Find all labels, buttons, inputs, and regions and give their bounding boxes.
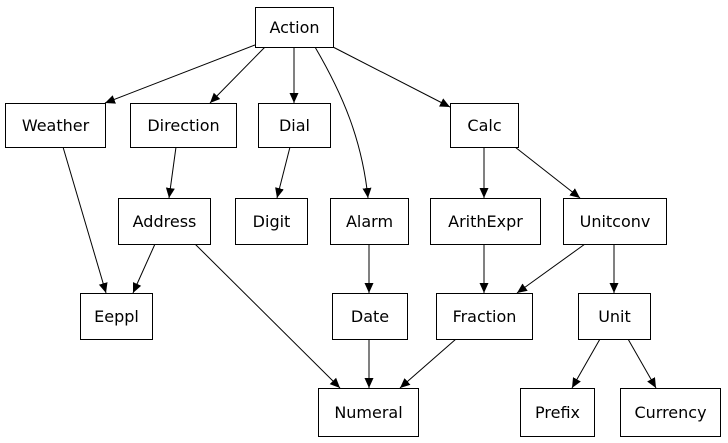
node-label: Date — [351, 307, 389, 326]
edge-calc-to-unitconv — [514, 146, 581, 199]
node-label: Currency — [634, 403, 706, 422]
node-box — [235, 198, 308, 245]
node-label: Dial — [279, 116, 310, 135]
edge-arrow — [627, 338, 657, 389]
node-label: Fraction — [453, 307, 517, 326]
edge-action-to-alarm — [314, 46, 372, 199]
node-date: Date — [332, 293, 408, 340]
node-label: Numeral — [334, 403, 402, 422]
edge-action-to-weather — [104, 44, 256, 104]
node-box — [620, 388, 721, 437]
node-label: Action — [269, 18, 319, 37]
edge-arrow — [132, 243, 156, 294]
node-label: Unit — [598, 307, 631, 326]
node-label: Calc — [467, 116, 501, 135]
edge-arrow — [62, 146, 108, 294]
node-box — [430, 198, 541, 245]
node-numeral: Numeral — [318, 388, 419, 437]
edge-arrow — [332, 46, 451, 108]
node-box — [5, 103, 106, 148]
edge-arrow — [194, 243, 341, 389]
edge-dial-to-digit — [275, 146, 291, 199]
edge-arrow — [275, 146, 291, 199]
node-box — [578, 293, 651, 340]
edge-arrow — [314, 46, 372, 199]
node-action: Action — [255, 7, 334, 48]
node-unit: Unit — [578, 293, 651, 340]
edge-arrow — [571, 338, 601, 389]
node-box — [258, 103, 331, 148]
node-label: Unitconv — [580, 212, 651, 231]
node-digit: Digit — [235, 198, 308, 245]
node-address: Address — [118, 198, 211, 245]
node-unitconv: Unitconv — [563, 198, 667, 245]
node-box — [450, 103, 519, 148]
edge-arrow — [514, 146, 581, 199]
edge-arrow — [165, 146, 177, 199]
node-currency: Currency — [620, 388, 721, 437]
edge-unit-to-currency — [627, 338, 657, 389]
node-fraction: Fraction — [436, 293, 533, 340]
node-eeppl: Eeppl — [80, 293, 153, 340]
edge-unitconv-to-fraction — [516, 243, 586, 294]
node-label: ArithExpr — [448, 212, 523, 231]
edge-weather-to-eeppl — [62, 146, 108, 294]
node-box — [255, 7, 334, 48]
node-label: Digit — [253, 212, 291, 231]
node-label: Alarm — [346, 212, 393, 231]
node-box — [118, 198, 211, 245]
node-box — [520, 388, 595, 437]
node-prefix: Prefix — [520, 388, 595, 437]
edge-action-to-calc — [332, 46, 451, 108]
node-dial: Dial — [258, 103, 331, 148]
node-alarm: Alarm — [330, 198, 409, 245]
node-label: Prefix — [535, 403, 580, 422]
edge-arrow — [516, 243, 586, 294]
node-box — [318, 388, 419, 437]
node-label: Weather — [22, 116, 90, 135]
node-box — [563, 198, 667, 245]
node-box — [332, 293, 408, 340]
node-arithexpr: ArithExpr — [430, 198, 541, 245]
node-label: Eeppl — [94, 307, 139, 326]
node-box — [330, 198, 409, 245]
node-weather: Weather — [5, 103, 106, 148]
node-label: Address — [133, 212, 197, 231]
edge-fraction-to-numeral — [399, 338, 457, 389]
edge-arrow — [209, 46, 266, 104]
node-box — [436, 293, 533, 340]
node-direction: Direction — [130, 103, 237, 148]
edge-arrow — [104, 44, 256, 104]
edge-arrow — [399, 338, 457, 389]
edge-direction-to-address — [165, 146, 177, 199]
node-calc: Calc — [450, 103, 519, 148]
node-box — [130, 103, 237, 148]
edge-address-to-eeppl — [132, 243, 156, 294]
edge-action-to-direction — [209, 46, 266, 104]
edge-unit-to-prefix — [571, 338, 601, 389]
edge-address-to-numeral — [194, 243, 341, 389]
node-label: Direction — [147, 116, 219, 135]
edges-layer — [62, 44, 657, 389]
node-box — [80, 293, 153, 340]
